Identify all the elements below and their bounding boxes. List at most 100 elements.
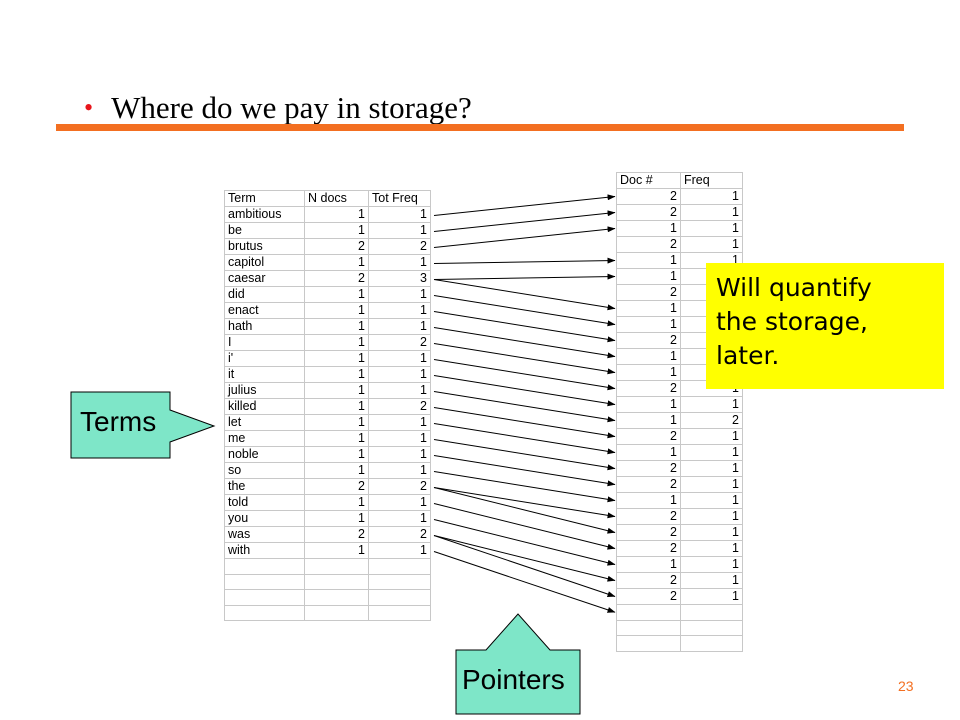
dictionary-cell: 1 — [368, 302, 431, 319]
pointer-arrow — [433, 551, 616, 613]
postings-cell: 2 — [616, 332, 681, 349]
postings-cell: 1 — [616, 300, 681, 317]
pointer-arrow — [433, 487, 616, 534]
dictionary-cell: 1 — [304, 542, 369, 559]
terms-arrow-shape — [70, 391, 216, 459]
postings-cell: 1 — [616, 396, 681, 413]
postings-cell: 2 — [616, 204, 681, 221]
dictionary-header-cell: Term — [224, 190, 305, 207]
postings-cell — [616, 604, 681, 621]
pointer-arrow — [433, 439, 616, 471]
postings-cell — [616, 619, 681, 637]
postings-cell: 2 — [616, 588, 681, 605]
postings-cell: 2 — [616, 524, 681, 541]
dictionary-cell — [368, 589, 431, 606]
dictionary-header-cell: Tot Freq — [368, 190, 431, 207]
pointer-arrow — [433, 423, 616, 455]
dictionary-cell — [224, 589, 305, 606]
postings-cell: 2 — [616, 572, 681, 589]
pointer-arrow — [433, 407, 616, 439]
dictionary-empty-row — [224, 573, 431, 591]
postings-cell: 1 — [680, 220, 743, 237]
dictionary-cell: killed — [224, 398, 305, 415]
dictionary-cell: told — [224, 494, 305, 511]
dictionary-cell: 2 — [368, 398, 431, 415]
dictionary-empty-row — [224, 604, 431, 622]
pointer-arrows — [433, 194, 616, 613]
pointer-arrow — [433, 535, 616, 597]
postings-cell: 1 — [680, 572, 743, 589]
dictionary-cell: 2 — [304, 526, 369, 543]
dictionary-cell: 1 — [304, 334, 369, 351]
postings-empty-row — [616, 619, 743, 637]
dictionary-cell: 1 — [368, 382, 431, 399]
dictionary-cell: noble — [224, 446, 305, 463]
dictionary-cell: 1 — [304, 318, 369, 335]
dictionary-cell — [304, 604, 369, 622]
dictionary-cell: 1 — [368, 350, 431, 367]
dictionary-cell: 1 — [368, 446, 431, 463]
dictionary-header-cell: N docs — [304, 190, 369, 207]
postings-cell: 1 — [616, 252, 681, 269]
dictionary-cell — [304, 589, 369, 606]
postings-cell: 1 — [616, 220, 681, 237]
dictionary-cell: caesar — [224, 270, 305, 287]
dictionary-cell: 1 — [304, 382, 369, 399]
postings-cell: 1 — [616, 348, 681, 365]
postings-cell: 1 — [680, 588, 743, 605]
dictionary-cell: 2 — [368, 526, 431, 543]
dictionary-cell: let — [224, 414, 305, 431]
postings-cell — [616, 635, 681, 652]
dictionary-cell: 2 — [368, 478, 431, 495]
dictionary-cell: enact — [224, 302, 305, 319]
postings-cell: 1 — [680, 460, 743, 477]
dictionary-cell: 1 — [368, 510, 431, 527]
postings-cell: 1 — [680, 476, 743, 493]
dictionary-cell: 1 — [304, 350, 369, 367]
postings-cell: 1 — [616, 556, 681, 573]
dictionary-cell: 1 — [304, 206, 369, 223]
pointer-arrow — [433, 295, 616, 327]
postings-cell: 1 — [616, 268, 681, 285]
pointer-arrow — [433, 327, 616, 359]
postings-header-cell: Freq — [680, 172, 743, 189]
callout-text: Will quantify the storage, later. — [716, 273, 872, 370]
postings-cell: 1 — [680, 188, 743, 205]
dictionary-cell: 2 — [304, 238, 369, 255]
dictionary-cell — [368, 573, 431, 591]
pointer-arrow — [433, 455, 616, 487]
dictionary-cell: 1 — [304, 222, 369, 239]
pointer-arrow — [433, 210, 616, 232]
dictionary-cell: you — [224, 510, 305, 527]
storage-callout: Will quantify the storage, later. — [706, 263, 944, 389]
postings-cell: 1 — [680, 492, 743, 509]
postings-cell: 1 — [680, 508, 743, 525]
slide-title: Where do we pay in storage? — [111, 90, 472, 125]
dictionary-cell: 1 — [368, 414, 431, 431]
dictionary-cell — [304, 558, 369, 575]
postings-cell: 1 — [680, 396, 743, 413]
dictionary-cell — [224, 573, 305, 591]
dictionary-cell: 1 — [304, 254, 369, 271]
dictionary-cell: julius — [224, 382, 305, 399]
pointer-arrow — [433, 375, 616, 407]
dictionary-cell — [368, 604, 431, 622]
dictionary-cell: 2 — [304, 270, 369, 287]
dictionary-cell: did — [224, 286, 305, 303]
